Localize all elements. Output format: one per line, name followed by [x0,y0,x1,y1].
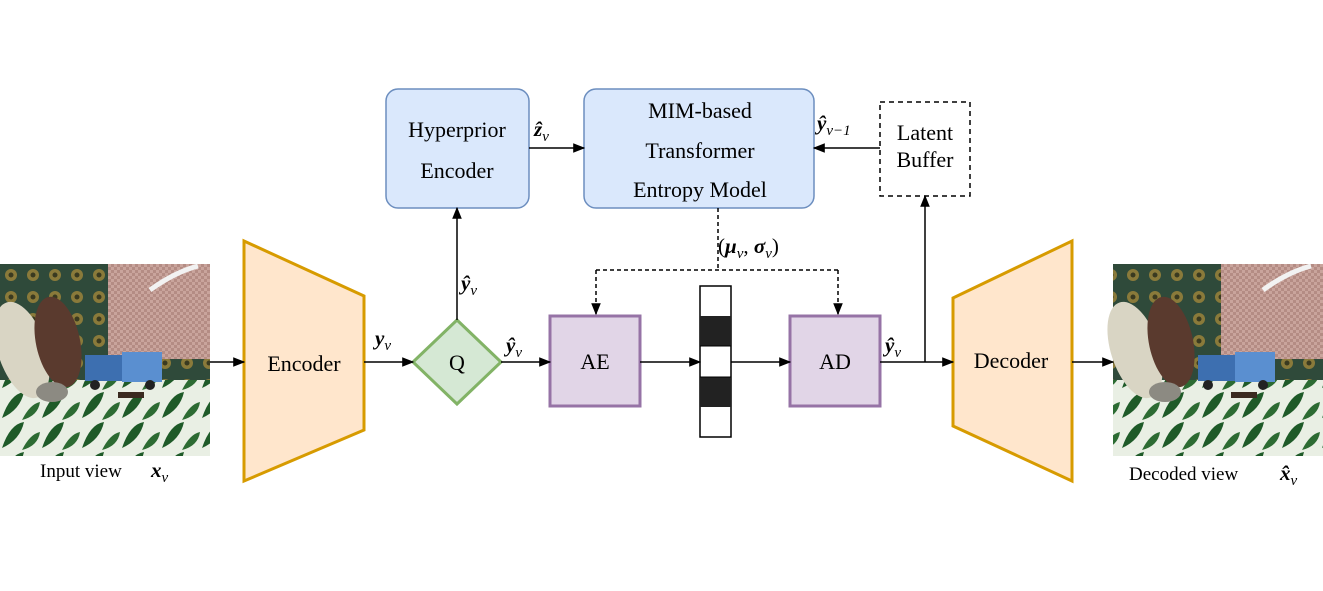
ad-block [788,314,882,408]
input-caption: Input view [40,461,122,482]
hyperprior-label-line2: Encoder [420,158,494,183]
decoded-caption: Decoded view [1129,464,1238,485]
encoder-block [242,238,366,484]
latent-buffer-block [879,101,971,197]
latent-buffer-line2: Buffer [896,147,954,172]
decoded-var: x̂v [1279,461,1298,489]
hyperprior-label-line1: Hyperprior [408,117,506,142]
label-y-hat-v-up: ŷv [458,271,477,299]
input-image [0,263,210,456]
ae-block [548,314,642,408]
decoded-image [1107,263,1323,456]
bitstream-icon [699,285,732,438]
label-z-hat-v: ẑv [533,117,549,145]
label-mu-sigma: (μv, σv) [718,234,779,262]
hyperprior-encoder-block [385,88,530,209]
quantizer-block [410,317,504,407]
label-y-hat-v-minus-1: ŷv−1 [814,111,851,139]
decoder-label: Decoder [974,348,1049,373]
latent-buffer-line1: Latent [897,120,953,145]
ae-label: AE [580,349,609,374]
label-y-hat-v-q: ŷv [503,333,522,361]
entropy-label-line3: Entropy Model [633,177,767,202]
entropy-label-line1: MIM-based [648,98,752,123]
input-var: xv [150,458,169,486]
encoder-label: Encoder [267,351,341,376]
quantizer-label: Q [449,350,465,375]
entropy-label-line2: Transformer [645,138,755,163]
decoder-block [951,238,1074,484]
label-y-hat-v-ad: ŷv [882,333,901,361]
ad-label: AD [819,349,851,374]
label-y-v: yv [372,326,391,354]
